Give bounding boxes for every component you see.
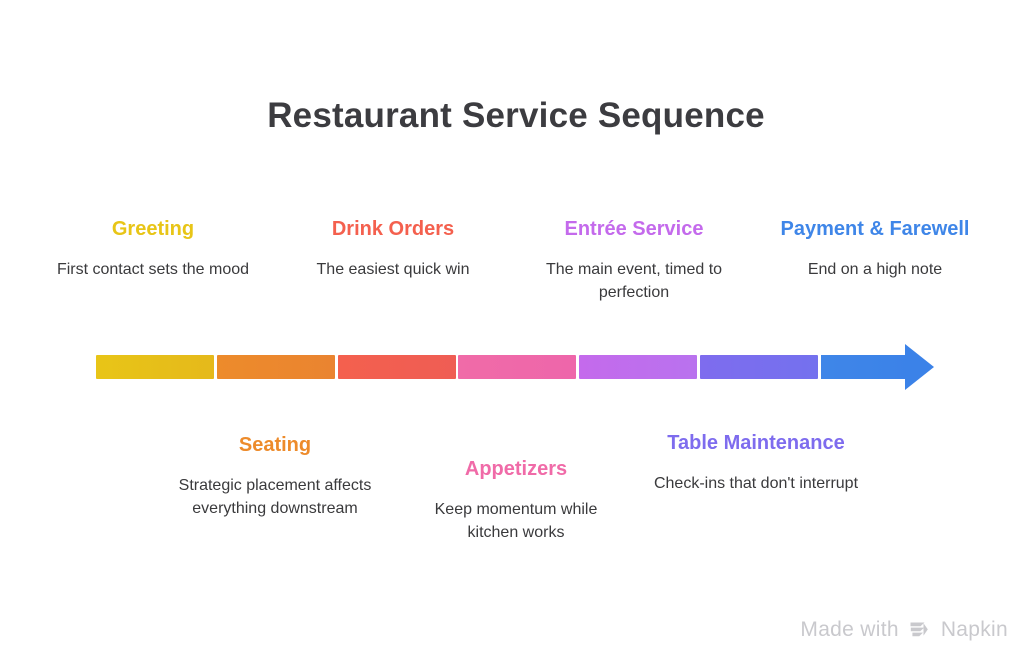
watermark: Made with Napkin bbox=[800, 618, 1008, 642]
step-label-payment-farewell[interactable]: Payment & Farewell End on a high note bbox=[770, 216, 980, 281]
step-label-seating[interactable]: Seating Strategic placement affects ever… bbox=[170, 432, 380, 520]
arrow-head-icon bbox=[905, 344, 934, 390]
timeline-arrow bbox=[96, 344, 934, 390]
step-label-greeting[interactable]: Greeting First contact sets the mood bbox=[48, 216, 258, 281]
timeline-segment-2[interactable] bbox=[217, 355, 335, 379]
timeline-segment-3[interactable] bbox=[338, 355, 456, 379]
step-label-entree-service[interactable]: Entrée Service The main event, timed to … bbox=[529, 216, 739, 304]
step-title: Drink Orders bbox=[331, 218, 455, 240]
step-description: End on a high note bbox=[807, 261, 943, 278]
arrow-body bbox=[821, 355, 910, 379]
step-title: Payment & Farewell bbox=[780, 218, 970, 240]
step-label-table-maintenance[interactable]: Table Maintenance Check-ins that don't i… bbox=[651, 430, 861, 495]
step-title: Table Maintenance bbox=[667, 432, 845, 454]
timeline-segment-7[interactable] bbox=[821, 344, 934, 390]
step-title: Appetizers bbox=[464, 458, 568, 480]
step-title: Greeting bbox=[111, 218, 195, 240]
timeline-segment-5[interactable] bbox=[579, 355, 697, 379]
step-label-drink-orders[interactable]: Drink Orders The easiest quick win bbox=[288, 216, 498, 281]
step-title: Seating bbox=[238, 434, 312, 456]
napkin-logo-icon bbox=[910, 622, 928, 637]
timeline-segment-4[interactable] bbox=[458, 355, 576, 379]
watermark-brand: Napkin bbox=[940, 618, 1008, 641]
step-title: Entrée Service bbox=[564, 218, 704, 240]
step-description: Check-ins that don't interrupt bbox=[653, 475, 859, 492]
step-description: Strategic placement affects everything d… bbox=[178, 477, 372, 517]
watermark-prefix: Made with bbox=[800, 618, 899, 641]
step-description: The easiest quick win bbox=[316, 261, 470, 278]
step-label-appetizers[interactable]: Appetizers Keep momentum while kitchen w… bbox=[411, 456, 621, 544]
timeline-segment-6[interactable] bbox=[700, 355, 818, 379]
page-title: Restaurant Service Sequence bbox=[267, 96, 765, 135]
step-description: First contact sets the mood bbox=[56, 261, 250, 278]
step-description: Keep momentum while kitchen works bbox=[434, 501, 598, 541]
timeline-segment-1[interactable] bbox=[96, 355, 214, 379]
step-description: The main event, timed to perfection bbox=[545, 261, 723, 301]
